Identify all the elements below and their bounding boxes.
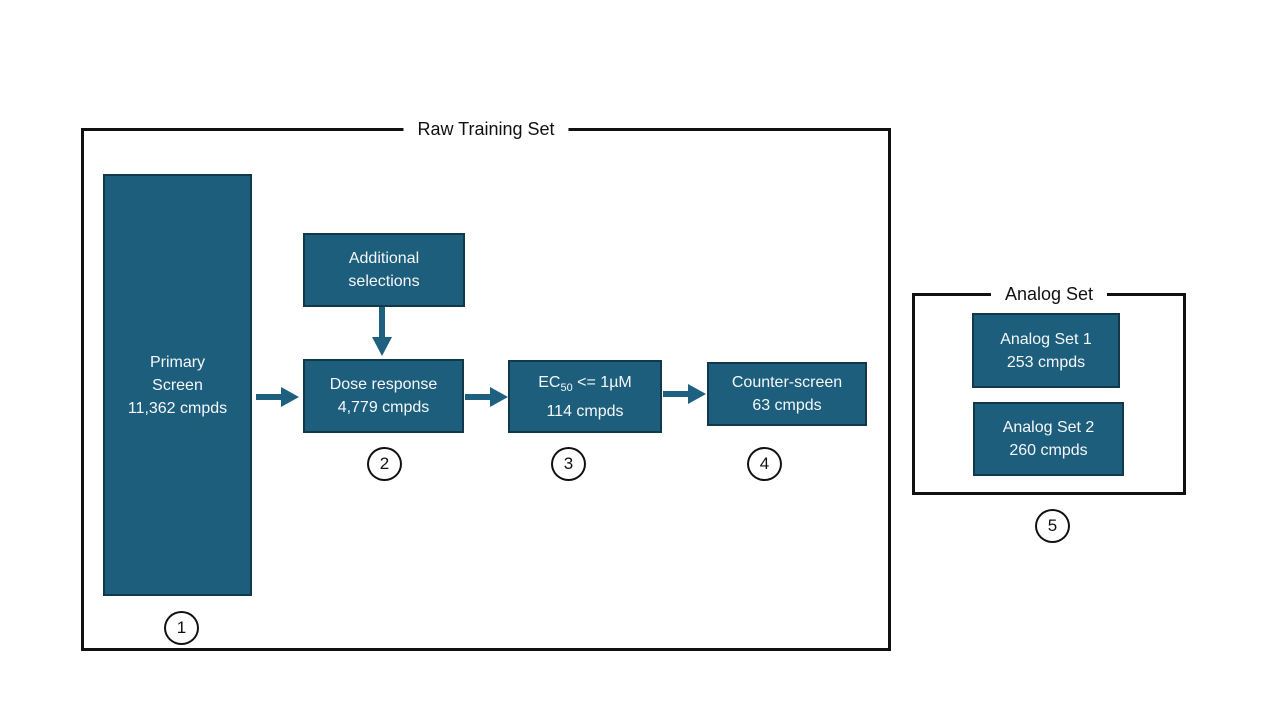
analog-set-label: Analog Set <box>990 284 1108 306</box>
step-marker-label: 1 <box>176 618 187 637</box>
node-text-line: Counter-screen <box>731 374 843 391</box>
analog-set-2-node: Analog Set 2 260 cmpds <box>973 402 1124 476</box>
node-text-line: Screen <box>152 376 203 394</box>
step-marker-4: 4 <box>747 447 782 481</box>
node-text-line: 260 cmpds <box>1009 442 1088 459</box>
node-text-line: Dose response <box>329 376 438 393</box>
step-marker-2: 2 <box>367 447 402 481</box>
ec50-subscript: 50 <box>560 381 573 394</box>
arrow-ec50-to-counter-icon <box>663 384 706 404</box>
node-text-line: 4,779 cmpds <box>337 399 430 416</box>
step-marker-label: 3 <box>563 454 574 473</box>
node-text-line: EC50 <= 1µM <box>538 371 632 400</box>
step-marker-1: 1 <box>164 611 199 645</box>
raw-training-set-group: Raw Training Set <box>81 119 891 651</box>
ec50-node: EC50 <= 1µM 114 cmpds <box>508 360 662 433</box>
counter-screen-node: Counter-screen 63 cmpds <box>707 362 867 426</box>
additional-selections-node: Additional selections <box>303 233 465 307</box>
node-text-line: 114 cmpds <box>546 402 624 420</box>
node-text-line: Analog Set 2 <box>1002 419 1095 436</box>
step-marker-label: 5 <box>1047 516 1058 535</box>
step-marker-3: 3 <box>551 447 586 481</box>
node-text-line: Primary <box>149 353 206 371</box>
analog-set-group: Analog Set <box>912 284 1186 495</box>
step-marker-label: 2 <box>379 454 390 473</box>
ec50-prefix: EC <box>538 373 561 391</box>
ec50-threshold: <= 1µM <box>572 373 632 391</box>
step-marker-label: 4 <box>759 454 770 473</box>
node-text-line: Analog Set 1 <box>1000 330 1092 348</box>
analog-set-1-node: Analog Set 1 253 cmpds <box>972 313 1120 388</box>
step-marker-5: 5 <box>1035 509 1070 543</box>
node-text-line: selections <box>348 273 420 290</box>
arrow-dose-to-ec50-icon <box>465 387 508 407</box>
primary-screen-node: Primary Screen 11,362 cmpds <box>103 174 252 596</box>
node-text-line: 253 cmpds <box>1006 353 1086 371</box>
node-text-line: 63 cmpds <box>752 397 822 414</box>
arrow-primary-to-dose-icon <box>256 387 299 407</box>
arrow-additional-to-dose-icon <box>372 307 392 356</box>
raw-training-set-label: Raw Training Set <box>403 119 569 141</box>
dose-response-node: Dose response 4,779 cmpds <box>303 359 464 433</box>
node-text-line: Additional <box>348 250 420 267</box>
node-text-line: 11,362 cmpds <box>127 399 228 417</box>
